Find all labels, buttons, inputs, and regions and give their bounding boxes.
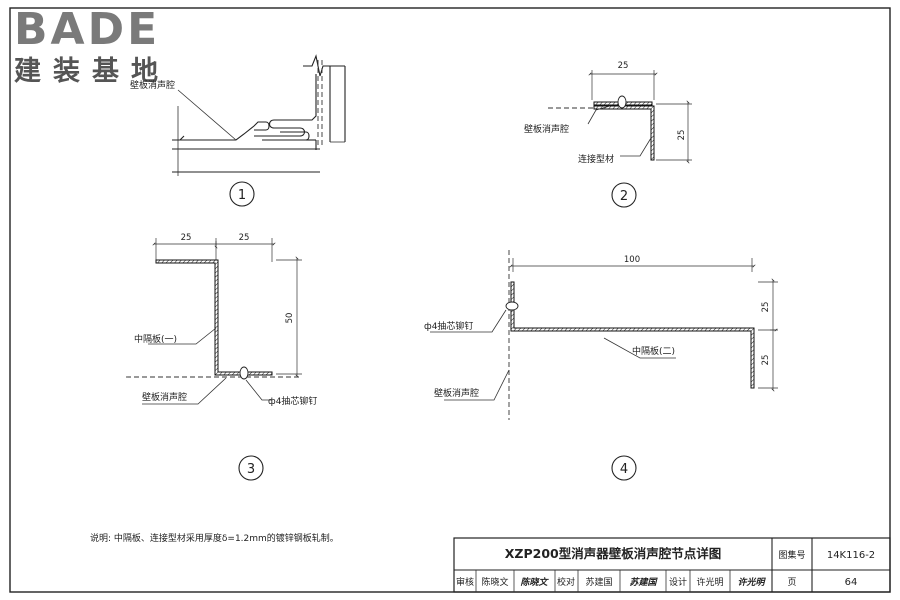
title-block: XZP200型消声器壁板消声腔节点详图 图集号 14K116-2 审核 陈晓文 … [453,537,891,593]
detail2-dim-side: 25 [677,130,687,141]
note-text: 说明: 中隔板、连接型材采用厚度δ=1.2mm的镀锌钢板轧制。 [90,532,339,544]
check-label: 校对 [557,576,575,588]
detail-2: 25 25 壁板消声腔 连接型材 2 [524,61,692,208]
detail2-dim-top: 25 [618,61,629,71]
logo: BADE 建装基地 [14,4,170,87]
detail4-label-rivet: ф4抽芯铆钉 [424,320,473,332]
detail1-number: 1 [238,188,246,203]
detail4-dim-top: 100 [624,255,640,265]
detail4-dim-b: 25 [761,355,771,366]
detail4-label-wall: 壁板消声腔 [434,387,479,399]
detail4-dim-a: 25 [761,302,771,313]
detail-3: 25 25 50 中隔板(一) 壁板消声腔 ф4抽芯铆钉 3 [126,233,317,481]
detail4-label-partition: 中隔板(二) [632,345,675,357]
atlas-label: 图集号 [778,549,805,561]
detail2-number: 2 [620,189,628,204]
page-number: 64 [845,577,858,588]
detail3-dim-c: 50 [285,313,295,324]
detail-1: 壁板消声腔 1 [130,54,346,207]
review-label: 审核 [456,576,474,588]
logo-brand: BADE [14,4,160,55]
detail3-dim-a: 25 [181,233,192,243]
detail3-label-partition: 中隔板(一) [134,333,177,345]
reviewer-signature: 陈晓文 [520,577,549,588]
atlas-number: 14K116-2 [827,550,875,561]
sheet-border [9,7,891,593]
detail1-label: 壁板消声腔 [130,79,175,91]
detail2-label-profile: 连接型材 [578,153,614,165]
design-label: 设计 [669,576,687,588]
detail-4: 100 25 25 ф4抽芯铆钉 中隔板(二) 壁板消声腔 4 [424,250,778,481]
checker-name: 苏建国 [585,576,612,588]
reviewer-name: 陈晓文 [481,576,508,588]
detail3-number: 3 [247,462,255,477]
detail3-label-rivet: ф4抽芯铆钉 [268,395,317,407]
page-label: 页 [787,577,796,588]
detail3-dim-b: 25 [239,233,250,243]
checker-signature: 苏建国 [629,577,658,588]
detail4-number: 4 [620,462,628,477]
designer-name: 许光明 [696,576,723,588]
detail3-label-wall: 壁板消声腔 [142,391,187,403]
drawing-title: XZP200型消声器壁板消声腔节点详图 [505,546,721,561]
logo-subtitle: 建装基地 [14,56,170,87]
detail2-label-wall: 壁板消声腔 [524,123,569,135]
designer-signature: 许光明 [737,577,766,588]
